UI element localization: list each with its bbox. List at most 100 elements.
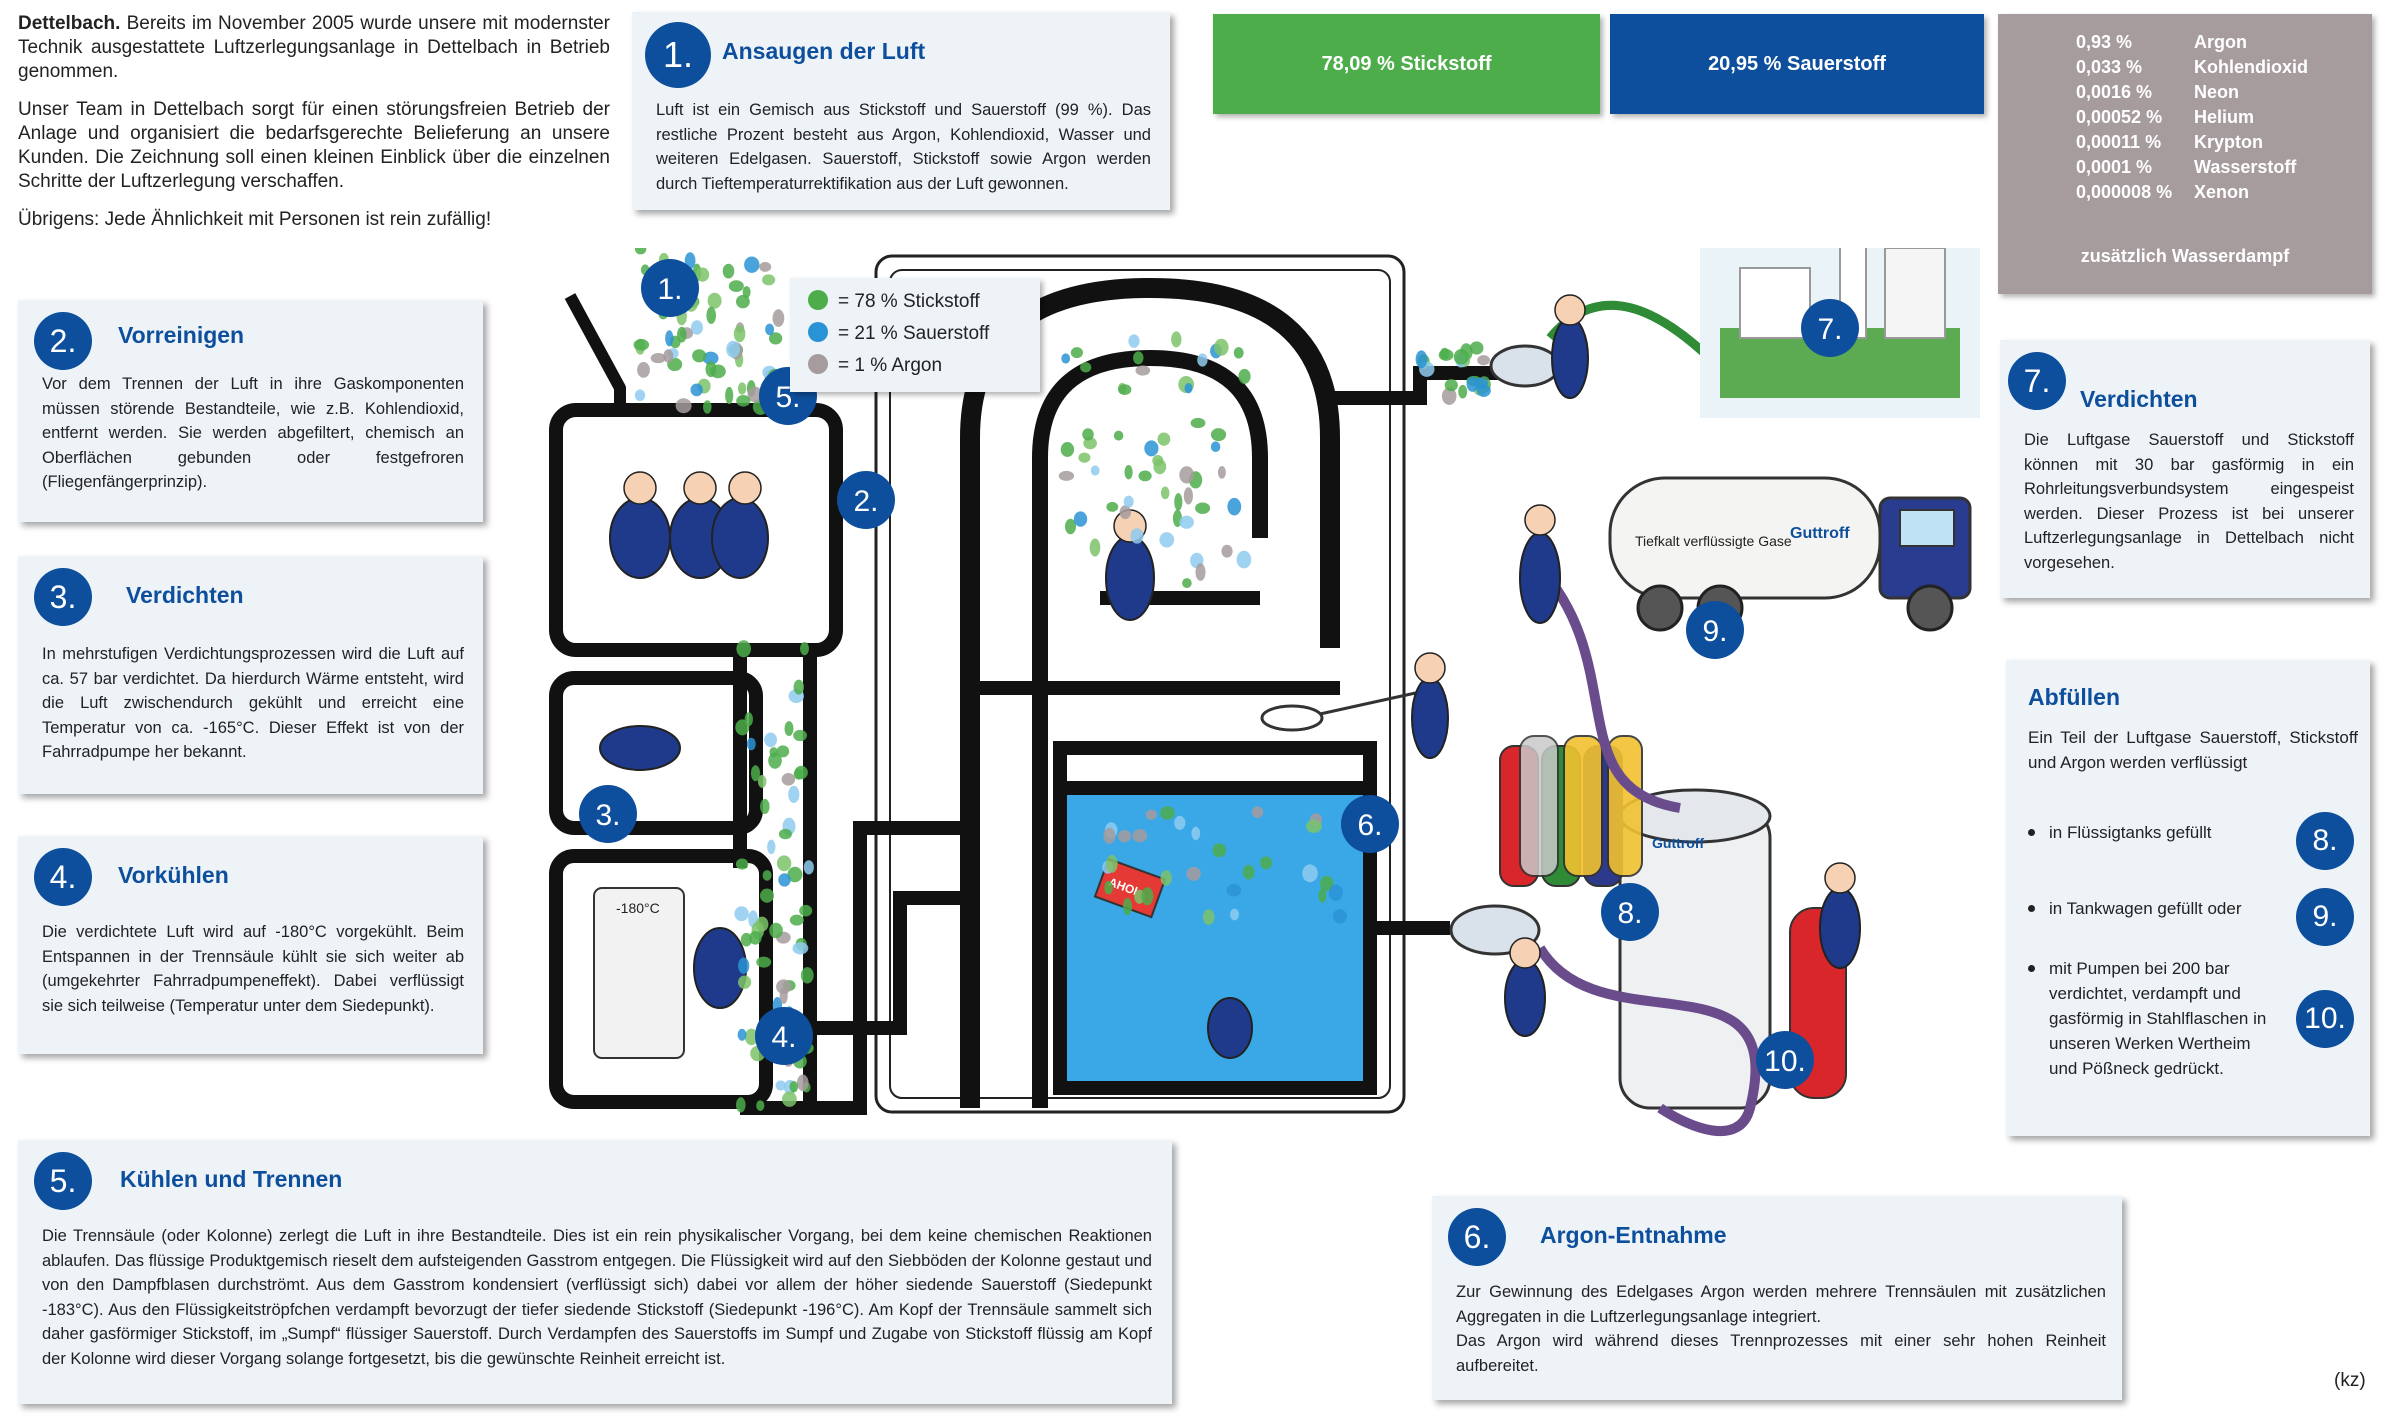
molecule-dot xyxy=(1182,578,1192,589)
trace-gas-percent: 0,00011 % xyxy=(2076,132,2162,152)
molecule-dot xyxy=(756,1100,765,1111)
molecule-dot xyxy=(1089,538,1101,557)
molecule-dot xyxy=(1477,355,1490,366)
molecule-dot xyxy=(1238,368,1251,384)
molecule-dot xyxy=(788,785,800,804)
drawing-badge: 10. xyxy=(1756,1031,1814,1089)
molecule-dot xyxy=(695,267,710,282)
intro-text: Dettelbach. Bereits im November 2005 wur… xyxy=(18,12,610,246)
molecule-dot xyxy=(793,679,804,695)
molecule-dot xyxy=(1078,452,1091,463)
molecule-dot xyxy=(1444,379,1458,392)
step3-title: Verdichten xyxy=(126,582,244,608)
hose-truck xyxy=(1536,564,1681,813)
molecule-dot xyxy=(634,248,647,255)
fill-item-number: 10. xyxy=(2296,990,2354,1048)
molecule-dot xyxy=(779,987,788,1004)
air-duct xyxy=(733,648,970,1115)
molecule-dot xyxy=(1210,441,1221,452)
molecule-dot xyxy=(1159,532,1175,548)
molecule-dot xyxy=(757,774,767,788)
gas-cylinders xyxy=(1499,735,1643,887)
drawing-badge: 8. xyxy=(1601,883,1659,941)
molecule-dot xyxy=(1106,501,1119,512)
molecule-dot xyxy=(746,737,756,751)
molecule-dot xyxy=(1118,384,1132,395)
fill-item: in Flüssigtanks gefüllt xyxy=(2028,820,2283,845)
molecule-dot xyxy=(738,957,750,974)
molecule-dot xyxy=(1103,827,1116,844)
molecule-dot xyxy=(637,362,650,378)
fill-text: Ein Teil der Luftgase Sauerstoff, Sticks… xyxy=(2028,728,2358,772)
trace-gas-percent: 0,033 % xyxy=(2076,57,2143,77)
intro-p3: Übrigens: Jede Ähnlichkeit mit Personen … xyxy=(18,209,492,230)
molecule-dot xyxy=(726,340,740,358)
trace-gas-row: 0,000008 %Xenon xyxy=(2076,182,2249,203)
molecule-dot xyxy=(736,640,751,658)
molecule-dot xyxy=(793,768,804,780)
drawing-badge: 7. xyxy=(1801,299,1859,357)
molecule-dot xyxy=(1179,515,1194,529)
intro-p2: Unser Team in Dettelbach sorgt für einen… xyxy=(18,99,610,192)
molecule-dot xyxy=(1065,518,1076,535)
svg-text:8.: 8. xyxy=(1617,897,1642,930)
molecule-dot xyxy=(793,729,807,742)
molecule-dot xyxy=(1202,909,1215,925)
intro-p1: Bereits im November 2005 wurde unsere mi… xyxy=(18,13,610,82)
molecule-dot xyxy=(737,1028,747,1041)
molecule-legend: = 78 % Stickstoff= 21 % Sauerstoff= 1 % … xyxy=(790,278,1040,392)
molecule-dot xyxy=(1090,465,1100,476)
fill-item-number: 9. xyxy=(2296,888,2354,946)
molecule-dot xyxy=(744,256,760,273)
molecule-dot xyxy=(1060,442,1075,457)
freezer-label: -180°C xyxy=(616,900,660,916)
molecule-dot xyxy=(1415,350,1428,369)
molecule-dot xyxy=(1306,819,1322,833)
molecule-dot xyxy=(1128,334,1140,348)
molecule-dot xyxy=(768,752,782,769)
molecule-dot xyxy=(1073,511,1088,527)
trace-gas-percent: 0,93 % xyxy=(2076,32,2133,52)
molecule-dot xyxy=(1210,428,1227,442)
molecule-dot xyxy=(650,353,666,364)
molecule-dot xyxy=(1469,341,1484,355)
molecule-dot xyxy=(781,773,796,786)
molecule-dot xyxy=(742,286,751,299)
molecule-dot xyxy=(690,383,703,397)
trace-gas-name: Kohlendioxid xyxy=(2194,57,2308,77)
step2-card: 2. Vorreinigen Vor dem Trennen der Luft … xyxy=(18,300,483,522)
molecule-dot xyxy=(1318,888,1327,903)
molecule-dot xyxy=(1217,466,1226,479)
step1-card: 1. Ansaugen der Luft Luft ist ein Gemisc… xyxy=(632,12,1170,210)
molecule-dot xyxy=(1328,884,1343,902)
molecule-dot xyxy=(722,263,735,279)
trace-gas-percent: 0,000008 % xyxy=(2076,182,2173,202)
fill-card: Abfüllen Ein Teil der Luftgase Sauerstof… xyxy=(2006,660,2370,1136)
trace-extra: zusätzlich Wasserdampf xyxy=(2080,246,2290,266)
molecule-dot xyxy=(1221,544,1233,558)
step2-text: Vor dem Trennen der Luft in ihre Gaskomp… xyxy=(42,375,464,491)
molecule-dot xyxy=(1160,870,1172,886)
molecule-dot xyxy=(789,914,804,926)
fill-title: Abfüllen xyxy=(2028,684,2120,710)
molecule-dot xyxy=(762,274,776,286)
trace-gas-name: Neon xyxy=(2194,82,2239,102)
molecule-dot xyxy=(1179,466,1195,484)
drawing-badge: 6. xyxy=(1341,795,1399,853)
trace-gas-row: 0,00011 %Krypton xyxy=(2076,132,2263,153)
molecule-dot xyxy=(1160,806,1175,820)
molecule-dot xyxy=(1230,908,1239,921)
svg-text:10.: 10. xyxy=(1764,1045,1806,1078)
molecule-dot xyxy=(665,330,674,347)
svg-text:4.: 4. xyxy=(771,1021,796,1054)
step7-title: Verdichten xyxy=(2080,386,2198,412)
trace-gas-row: 0,00052 %Helium xyxy=(2076,107,2254,128)
molecule-dot xyxy=(756,956,772,968)
molecule-dot xyxy=(1061,353,1071,364)
molecule-dot xyxy=(759,261,772,272)
molecule-dot xyxy=(1080,362,1092,373)
intro-lead: Dettelbach. xyxy=(18,13,121,34)
molecule-dot xyxy=(776,855,792,872)
drawing-badge: 3. xyxy=(579,785,637,843)
hose-tank xyxy=(1535,945,1761,1137)
